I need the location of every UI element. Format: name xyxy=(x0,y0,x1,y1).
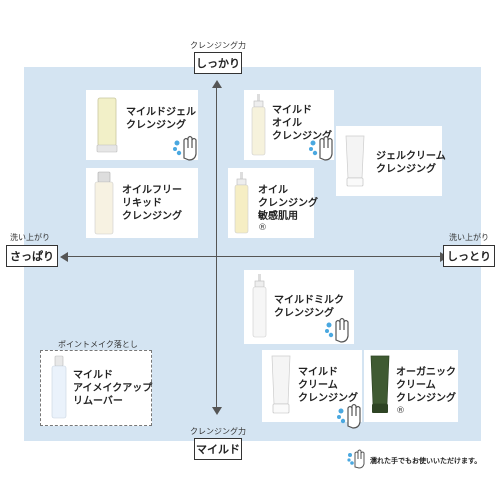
product-card-point-remover[interactable]: マイルド アイメイクアップ リムーバー xyxy=(40,350,152,426)
organic-tube-image xyxy=(370,355,390,413)
arrow-down-icon xyxy=(212,407,222,415)
liquid-bottle-image xyxy=(94,171,114,235)
product-name: オイル クレンジング 敏感肌用 xyxy=(258,185,318,222)
wet-hand-icon xyxy=(325,317,349,343)
product-name: マイルドミルク クレンジング xyxy=(274,295,344,319)
product-name: マイルドジェル クレンジング xyxy=(126,107,196,131)
product-card-mild-gel[interactable]: マイルドジェル クレンジング xyxy=(86,90,198,161)
gel-tube-image xyxy=(96,97,118,153)
wet-hand-icon xyxy=(309,135,333,161)
left-axis-caption: 洗い上がり xyxy=(10,233,50,242)
bottom-axis-caption: クレンジング力 xyxy=(190,427,246,436)
oil-bottle-image xyxy=(251,94,266,156)
product-card-mild-oil[interactable]: マイルド オイル クレンジング xyxy=(244,90,334,161)
remover-bottle-image xyxy=(51,355,67,419)
top-axis-label: しっかり xyxy=(194,52,242,74)
product-name: オーガニック クリーム クレンジング xyxy=(396,367,456,404)
top-axis-caption: クレンジング力 xyxy=(190,41,246,50)
milk-bottle-image xyxy=(252,274,267,338)
product-card-mild-milk[interactable]: マイルドミルク クレンジング xyxy=(244,270,354,344)
arrow-left-icon xyxy=(60,252,68,262)
product-card-oil-free[interactable]: オイルフリー リキッド クレンジング xyxy=(86,168,198,238)
product-name: マイルド オイル クレンジング xyxy=(272,105,332,142)
arrow-up-icon xyxy=(212,80,222,88)
right-axis-caption: 洗い上がり xyxy=(449,233,489,242)
leaf-mark: ® xyxy=(396,406,405,416)
wet-hand-icon xyxy=(347,449,365,469)
product-name: ジェルクリーム クレンジング xyxy=(376,151,446,175)
oil-bottle-image xyxy=(234,172,249,234)
horizontal-axis xyxy=(66,256,443,257)
cream-tube-image xyxy=(345,135,365,187)
left-axis-label: さっぱり xyxy=(6,245,58,267)
product-card-mild-cream[interactable]: マイルド クリーム クレンジング xyxy=(262,350,362,429)
product-name: マイルド アイメイクアップ リムーバー xyxy=(73,370,153,407)
product-card-organic-cream[interactable]: オーガニック クリーム クレンジング ® xyxy=(364,350,458,422)
leaf-mark: ® xyxy=(258,223,267,233)
product-name: マイルド クリーム クレンジング xyxy=(298,367,358,404)
vertical-axis xyxy=(216,84,217,411)
wet-hand-icon xyxy=(337,403,361,429)
product-card-oil-sensitive[interactable]: オイル クレンジング 敏感肌用 ® xyxy=(228,168,318,238)
bottom-axis-label: マイルド xyxy=(194,438,242,460)
wet-hand-icon xyxy=(173,135,197,161)
point-remover-caption: ポイントメイク落とし xyxy=(58,340,138,349)
cream-tube-image xyxy=(271,355,291,414)
right-axis-label: しっとり xyxy=(443,245,495,267)
wet-hands-note: 濡れた手でもお使いいただけます。 xyxy=(370,457,482,465)
product-card-gel-cream[interactable]: ジェルクリーム クレンジング xyxy=(336,126,446,196)
product-name: オイルフリー リキッド クレンジング xyxy=(122,185,182,222)
